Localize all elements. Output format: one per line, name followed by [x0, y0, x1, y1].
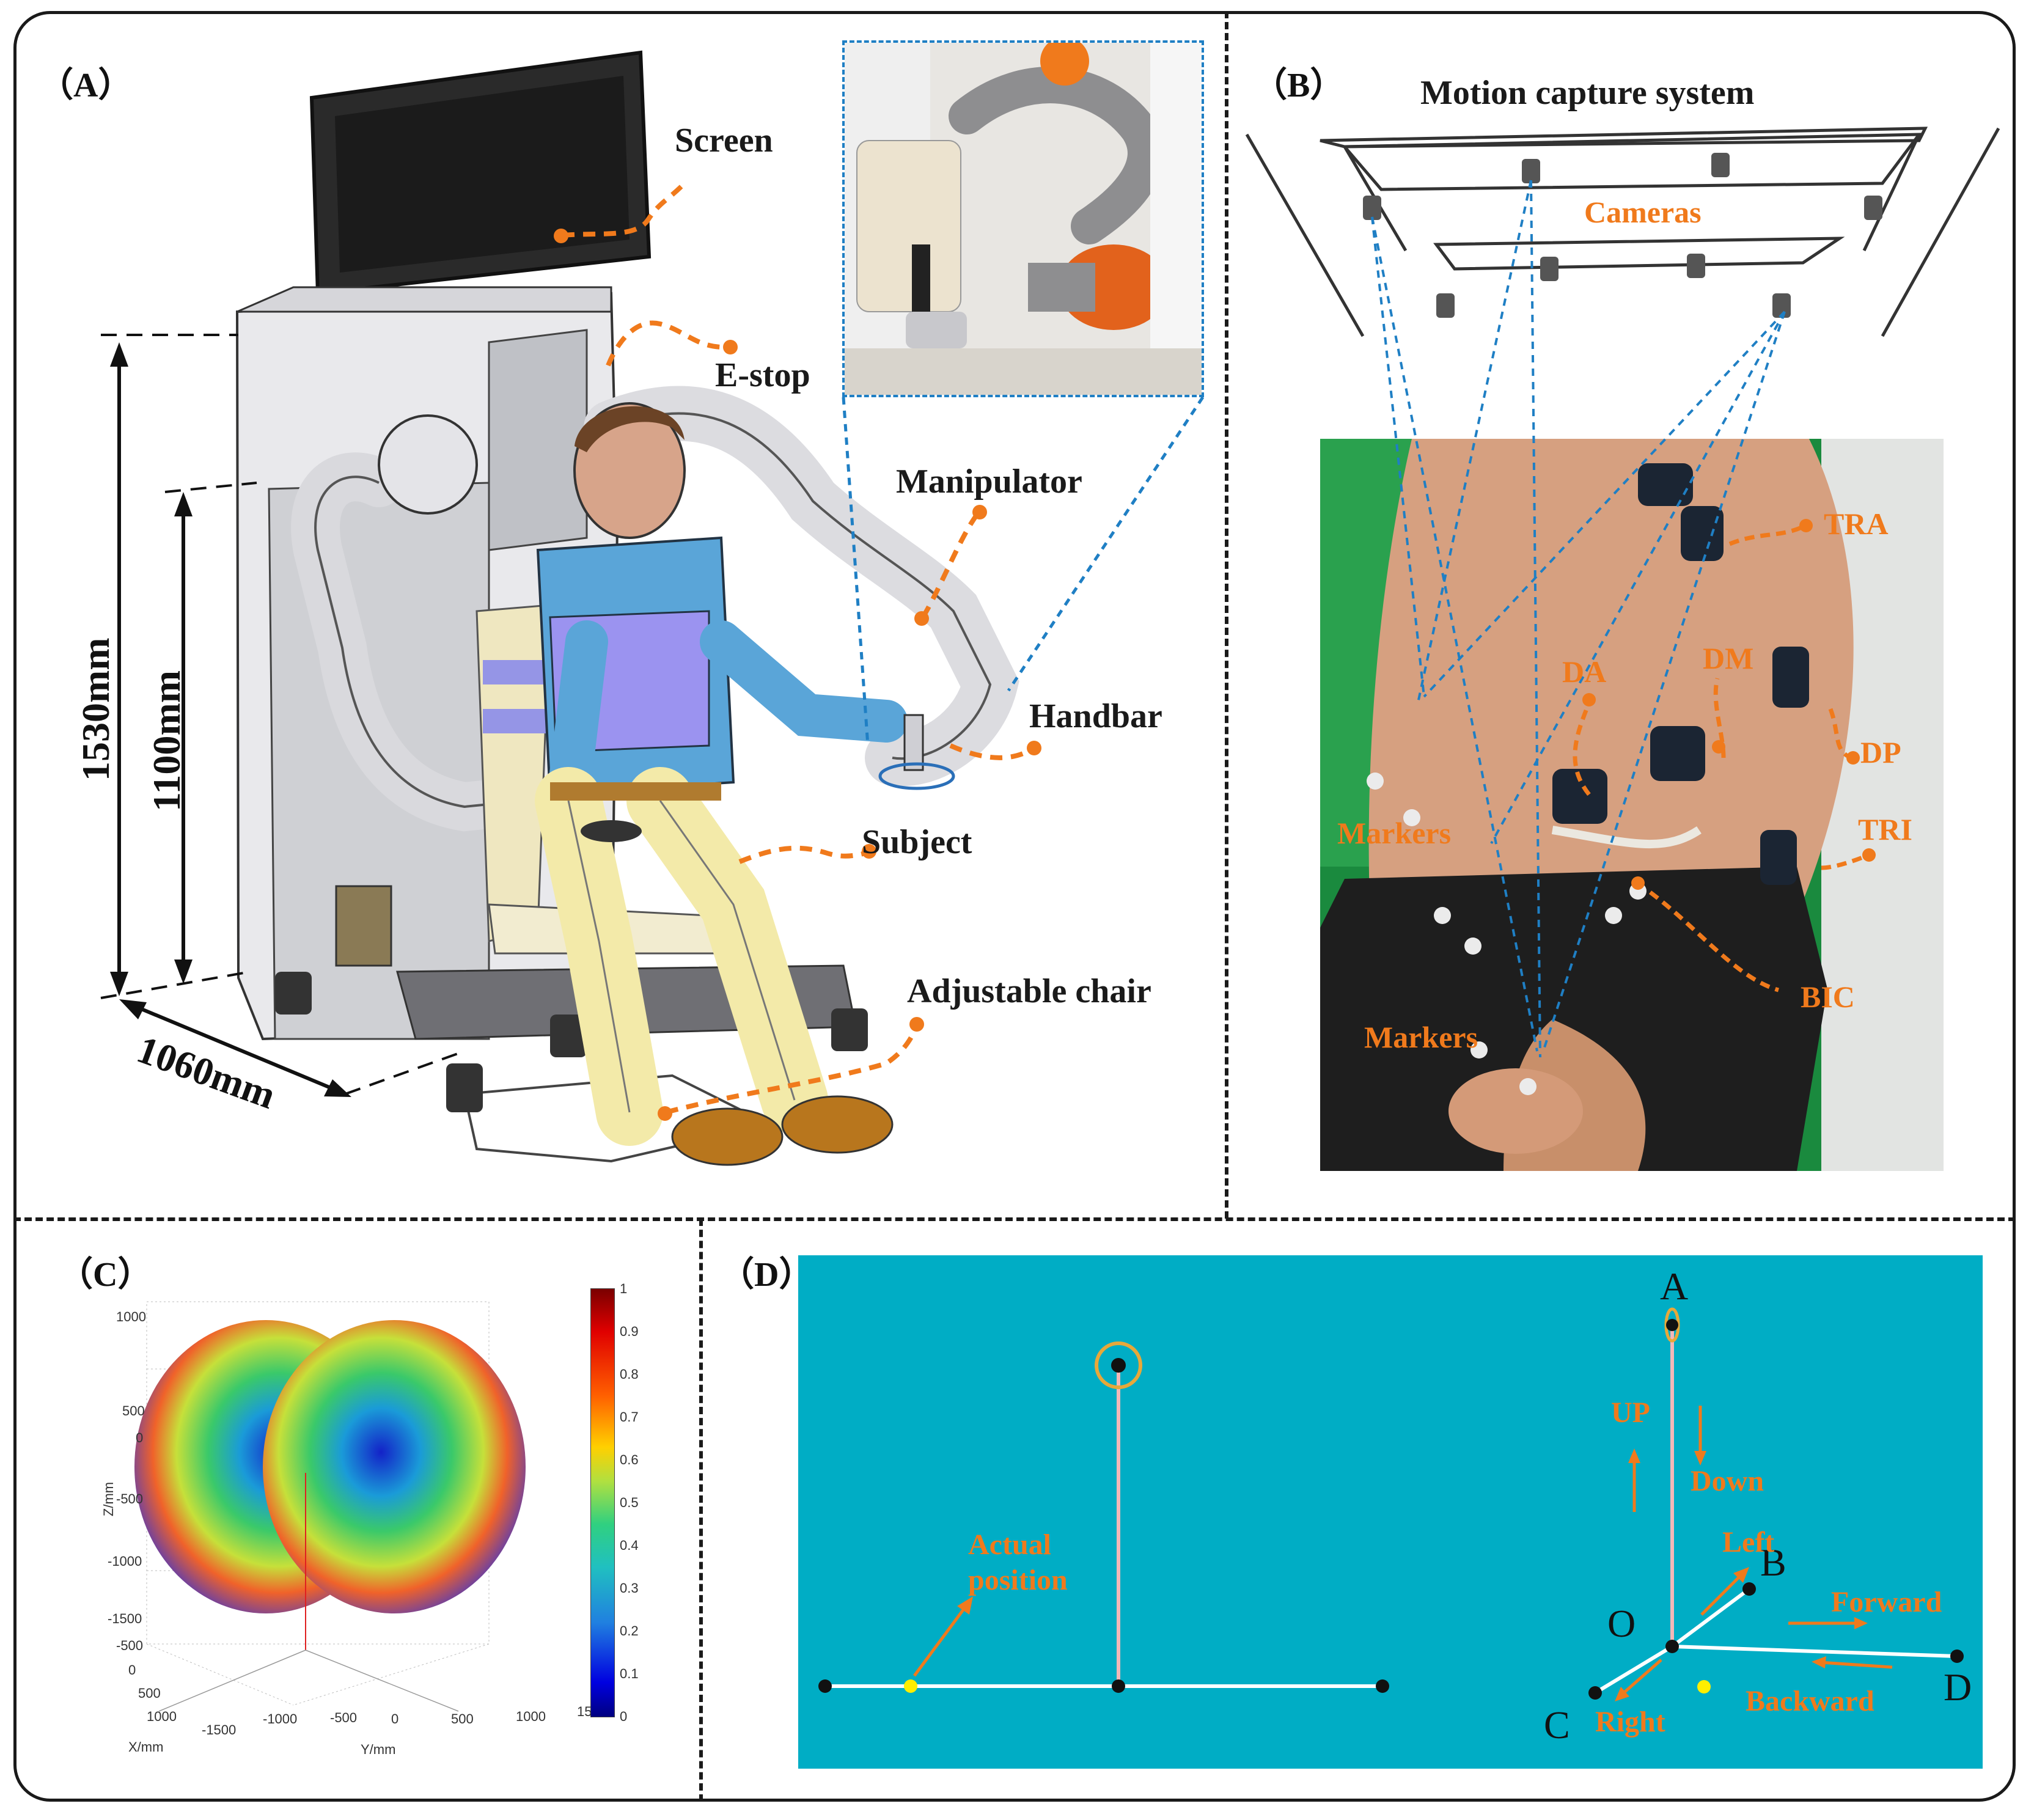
panel-c-label: （C） [59, 1256, 152, 1294]
point-d-label: D [1944, 1665, 1972, 1709]
y-tick-2: -1000 [263, 1711, 298, 1726]
direction-label-backward: Backward [1746, 1685, 1874, 1717]
colorbar-tick-0: 0 [620, 1709, 628, 1724]
robot-cad-illustration [100, 50, 1019, 1166]
y-tick-6: 1000 [516, 1709, 546, 1724]
muscle-label-tri: TRI [1858, 812, 1912, 846]
divider-vertical-bottom [699, 1219, 703, 1802]
point-b-label: B [1760, 1541, 1786, 1584]
colorbar-tick-0.1: 0.1 [620, 1666, 639, 1681]
callout-subject: Subject [862, 823, 972, 861]
colorbar-tick-0.2: 0.2 [620, 1623, 639, 1638]
z-tick-5: -1000 [108, 1554, 142, 1569]
colorbar-tick-0.4: 0.4 [620, 1538, 639, 1553]
figure-frame [13, 11, 2016, 1802]
y-axis-label: Y/mm [361, 1742, 396, 1757]
actual-position-label-line2: position [968, 1564, 1068, 1596]
divider-vertical-top [1225, 11, 1228, 1219]
z-tick-1: 1000 [116, 1309, 146, 1324]
markers-label-lower: Markers [1364, 1020, 1478, 1054]
y-tick-1: -1500 [202, 1722, 237, 1737]
workspace-3d-plot [134, 1301, 526, 1712]
direction-label-up: UP [1611, 1396, 1650, 1429]
mocap-title: Motion capture system [1420, 74, 1755, 112]
mocap-subject-photo [1320, 439, 1944, 1171]
z-axis-label: Z/mm [101, 1481, 117, 1517]
z-tick-4: -500 [116, 1491, 144, 1506]
x-axis-label: X/mm [128, 1739, 164, 1755]
callout-manipulator: Manipulator [896, 463, 1082, 501]
colorbar-tick-0.7: 0.7 [620, 1409, 639, 1425]
camera-sight-lines [1371, 180, 1786, 1058]
colorbar [590, 1288, 615, 1717]
direction-label-down: Down [1691, 1465, 1764, 1497]
panel-d-label: （D） [720, 1256, 813, 1294]
mocap-camera-rig [1245, 127, 2000, 337]
x-tick-1: -500 [116, 1638, 144, 1653]
inset-photo-manipulator [842, 40, 1204, 397]
y-tick-4: 0 [391, 1711, 399, 1726]
point-o-label: O [1607, 1602, 1636, 1645]
task-display [798, 1255, 1983, 1769]
colorbar-tick-0.6: 0.6 [620, 1452, 639, 1467]
task-display-graphics [818, 1307, 1964, 1701]
y-tick-5: 500 [451, 1711, 474, 1726]
actual-position-label-line1: Actual [968, 1528, 1051, 1561]
z-tick-3: 0 [136, 1430, 144, 1445]
direction-label-forward: Forward [1831, 1586, 1942, 1618]
inset-zoom-lines [842, 396, 1205, 746]
cameras-label: Cameras [1584, 195, 1702, 229]
colorbar-tick-0.8: 0.8 [620, 1367, 639, 1382]
callout-adjustable-chair: Adjustable chair [907, 972, 1151, 1010]
divider-horizontal [13, 1217, 2016, 1221]
markers-label-upper: Markers [1337, 816, 1452, 850]
callout-screen: Screen [675, 122, 773, 160]
y-tick-3: -500 [330, 1710, 358, 1725]
colorbar-tick-0.5: 0.5 [620, 1495, 639, 1510]
point-a-label: A [1660, 1264, 1689, 1308]
point-c-label: C [1544, 1703, 1570, 1747]
muscle-label-dp: DP [1860, 735, 1901, 769]
muscle-label-dm: DM [1703, 641, 1754, 675]
y-tick-7: 15 [577, 1704, 592, 1719]
panel-b-callout-leaders [1573, 519, 1876, 993]
muscle-label-tra: TRA [1824, 507, 1889, 541]
x-tick-4: 1000 [147, 1709, 177, 1724]
x-tick-2: 0 [128, 1662, 136, 1678]
colorbar-tick-0.3: 0.3 [620, 1580, 639, 1596]
muscle-label-da: DA [1562, 655, 1607, 689]
panel-b-label: （B） [1253, 67, 1345, 105]
direction-label-left: Left [1722, 1526, 1775, 1558]
x-tick-3: 500 [138, 1686, 161, 1701]
callout-estop: E-stop [715, 356, 810, 394]
colorbar-tick-1: 1 [620, 1281, 628, 1296]
panel-a-callout-leaders [554, 182, 1041, 1121]
panel-a-label: （A） [39, 67, 133, 105]
muscle-label-bic: BIC [1801, 980, 1855, 1014]
colorbar-tick-0.9: 0.9 [620, 1324, 639, 1339]
callout-handbar: Handbar [1029, 697, 1162, 735]
z-tick-6: -1500 [108, 1611, 142, 1626]
direction-label-right: Right [1595, 1706, 1665, 1738]
z-tick-2: 500 [122, 1403, 145, 1418]
